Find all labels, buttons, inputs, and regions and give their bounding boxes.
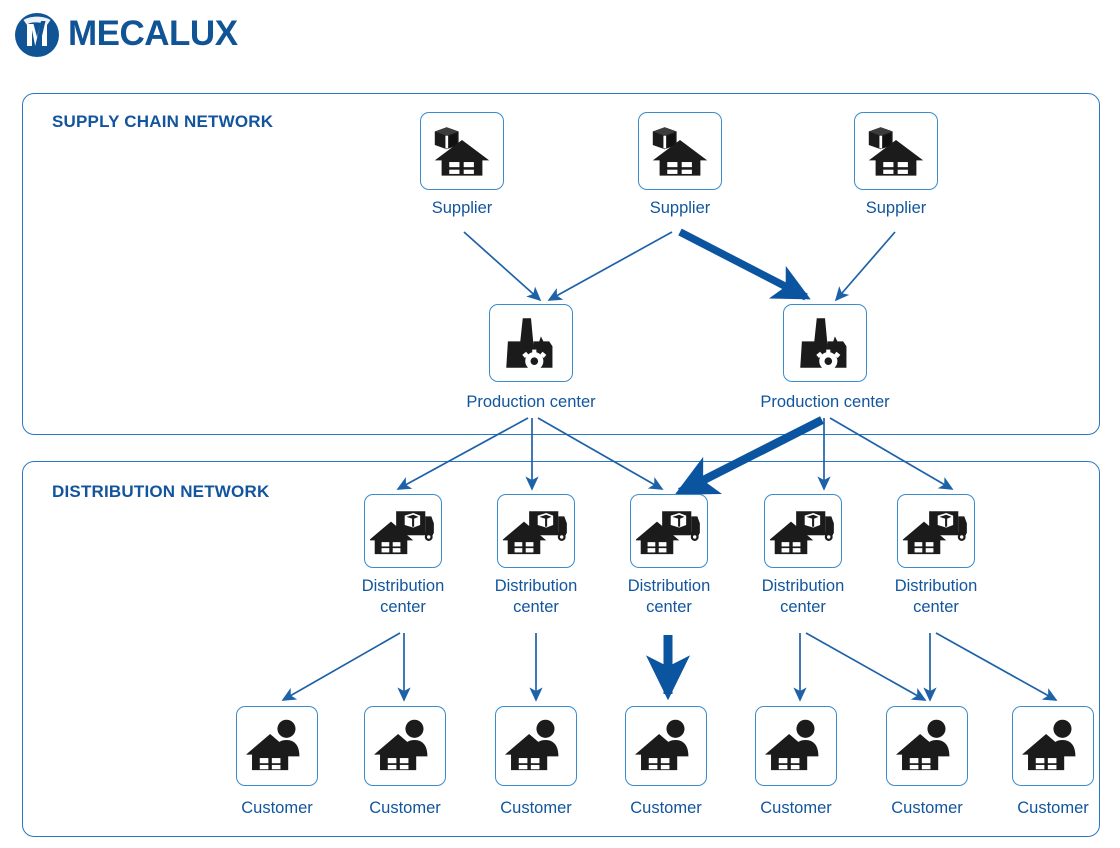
- node-label: Distribution center: [361, 577, 445, 616]
- node-label: Distribution center: [627, 577, 711, 616]
- node-production-center-2[interactable]: Production center: [760, 304, 890, 411]
- node-distribution-center-3[interactable]: Distribution center: [628, 494, 710, 616]
- house-person-icon: [1012, 706, 1094, 786]
- node-customer-6[interactable]: Customer: [886, 706, 968, 817]
- warehouse-truck-icon: [630, 494, 708, 568]
- node-label: Distribution center: [761, 577, 845, 616]
- warehouse-truck-icon: [364, 494, 442, 568]
- supply-chain-network-title: SUPPLY CHAIN NETWORK: [52, 112, 274, 131]
- node-customer-2[interactable]: Customer: [364, 706, 446, 817]
- node-supplier-3[interactable]: Supplier: [854, 112, 938, 217]
- supply-chain-network-panel: [22, 93, 1100, 435]
- distribution-network-title: DISTRIBUTION NETWORK: [52, 482, 270, 501]
- node-production-center-1[interactable]: Production center: [466, 304, 596, 411]
- house-person-icon: [886, 706, 968, 786]
- brand-logo: MECALUX: [8, 6, 328, 64]
- node-label: Customer: [760, 799, 832, 817]
- node-label: Production center: [466, 393, 596, 411]
- node-customer-1[interactable]: Customer: [236, 706, 318, 817]
- node-label: Customer: [1017, 799, 1089, 817]
- node-label: Distribution center: [894, 577, 978, 616]
- node-label: Supplier: [865, 199, 927, 217]
- node-distribution-center-2[interactable]: Distribution center: [495, 494, 577, 616]
- node-supplier-2[interactable]: Supplier: [638, 112, 722, 217]
- node-label: Customer: [369, 799, 441, 817]
- node-label: Distribution center: [494, 577, 578, 616]
- house-person-icon: [236, 706, 318, 786]
- node-distribution-center-4[interactable]: Distribution center: [762, 494, 844, 616]
- warehouse-truck-icon: [764, 494, 842, 568]
- house-person-icon: [755, 706, 837, 786]
- warehouse-box-icon: [854, 112, 938, 190]
- node-label: Production center: [760, 393, 890, 411]
- warehouse-truck-icon: [897, 494, 975, 568]
- node-label: Customer: [241, 799, 313, 817]
- factory-gear-icon: [489, 304, 573, 382]
- house-person-icon: [625, 706, 707, 786]
- node-label: Supplier: [431, 199, 493, 217]
- house-person-icon: [495, 706, 577, 786]
- factory-gear-icon: [783, 304, 867, 382]
- node-customer-5[interactable]: Customer: [755, 706, 837, 817]
- node-customer-7[interactable]: Customer: [1012, 706, 1094, 817]
- mecalux-circle-m-icon: [14, 12, 60, 58]
- brand-name: MECALUX: [68, 14, 238, 53]
- node-label: Customer: [500, 799, 572, 817]
- node-customer-4[interactable]: Customer: [625, 706, 707, 817]
- warehouse-box-icon: [638, 112, 722, 190]
- warehouse-box-icon: [420, 112, 504, 190]
- node-label: Customer: [891, 799, 963, 817]
- node-supplier-1[interactable]: Supplier: [420, 112, 504, 217]
- node-distribution-center-1[interactable]: Distribution center: [362, 494, 444, 616]
- node-distribution-center-5[interactable]: Distribution center: [895, 494, 977, 616]
- node-customer-3[interactable]: Customer: [495, 706, 577, 817]
- house-person-icon: [364, 706, 446, 786]
- node-label: Supplier: [649, 199, 711, 217]
- node-label: Customer: [630, 799, 702, 817]
- warehouse-truck-icon: [497, 494, 575, 568]
